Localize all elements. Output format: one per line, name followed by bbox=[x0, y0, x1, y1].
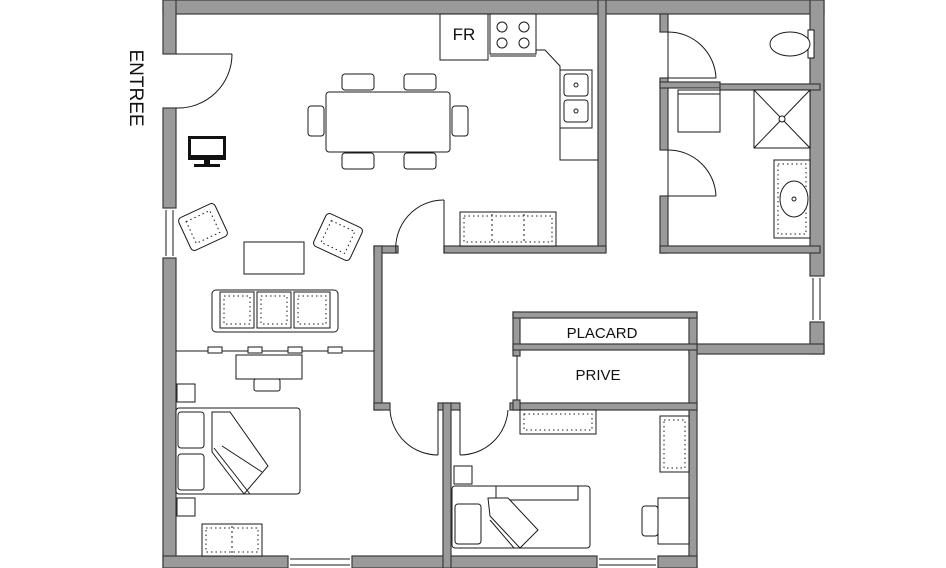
wall-bath-left-3 bbox=[659, 195, 669, 254]
desk bbox=[235, 354, 303, 392]
washbasin-icon bbox=[773, 159, 811, 239]
door-entrance[interactable] bbox=[175, 53, 233, 109]
wall-corridor-left bbox=[373, 245, 383, 411]
toilet-icon bbox=[769, 29, 815, 59]
nightstand-2 bbox=[176, 497, 196, 517]
fridge: FR bbox=[439, 13, 489, 61]
wall-bath-left-2 bbox=[659, 77, 669, 151]
wall-outer-top bbox=[162, 0, 825, 15]
door-wc[interactable] bbox=[667, 31, 717, 79]
wall-outer-left-3 bbox=[162, 257, 177, 568]
wall-outer-left-1 bbox=[162, 0, 177, 55]
nightstand-1 bbox=[176, 383, 196, 403]
dining-table-icon bbox=[325, 91, 451, 153]
shower-icon bbox=[753, 89, 811, 149]
wall-outer-bottom-3 bbox=[657, 555, 698, 568]
door-bathroom[interactable] bbox=[667, 149, 717, 197]
bed-icon-2 bbox=[451, 485, 591, 549]
wall-closet-middle bbox=[512, 343, 698, 351]
wall-bedroom-divider bbox=[442, 402, 452, 568]
wall-kitchen-right bbox=[597, 0, 607, 253]
windows bbox=[165, 210, 821, 566]
wall-wc-divider bbox=[719, 83, 821, 91]
wall-right-lower-horizontal bbox=[688, 343, 825, 355]
sofa-icon bbox=[211, 289, 339, 333]
label-private: PRIVE bbox=[575, 367, 620, 384]
washer bbox=[677, 89, 721, 133]
label-entrance: ENTREE bbox=[125, 49, 146, 126]
walls bbox=[162, 0, 825, 568]
door-bedroom-1[interactable] bbox=[389, 409, 439, 456]
label-fridge: FR bbox=[453, 25, 476, 44]
shelf-2 bbox=[659, 415, 690, 473]
wall-outer-left-2 bbox=[162, 107, 177, 209]
room-divider bbox=[176, 346, 374, 354]
wall-outer-bottom-2 bbox=[351, 555, 598, 568]
wall-bath-bottom bbox=[659, 245, 821, 254]
wall-closet-top bbox=[512, 311, 698, 319]
nightstand-3 bbox=[453, 465, 473, 485]
label-closet: PLACARD bbox=[567, 325, 638, 342]
desk-2 bbox=[641, 497, 690, 545]
wardrobe-2 bbox=[519, 409, 597, 435]
kitchen-counter bbox=[536, 49, 598, 161]
wall-bedroom1-top bbox=[373, 402, 391, 411]
bed-icon bbox=[175, 407, 301, 495]
wall-kitchen-bottom bbox=[443, 245, 607, 254]
wall-outer-bottom-1 bbox=[162, 555, 289, 568]
chair-icon bbox=[307, 73, 469, 170]
dresser-1 bbox=[201, 523, 263, 557]
stove-icon bbox=[489, 13, 537, 57]
tv-icon bbox=[188, 136, 226, 167]
wall-bath-left-1 bbox=[659, 13, 669, 33]
door-bedroom-2[interactable] bbox=[459, 409, 509, 456]
wall-bath-middle bbox=[659, 81, 721, 89]
wall-bedroom2-top bbox=[509, 402, 698, 411]
kitchen-cabinet bbox=[459, 211, 557, 247]
sink-icon bbox=[559, 69, 593, 129]
wall-closet-left-2 bbox=[512, 399, 521, 411]
coffee-table bbox=[243, 241, 305, 275]
armchair-icon bbox=[178, 203, 363, 261]
door-kitchen[interactable] bbox=[395, 199, 445, 254]
